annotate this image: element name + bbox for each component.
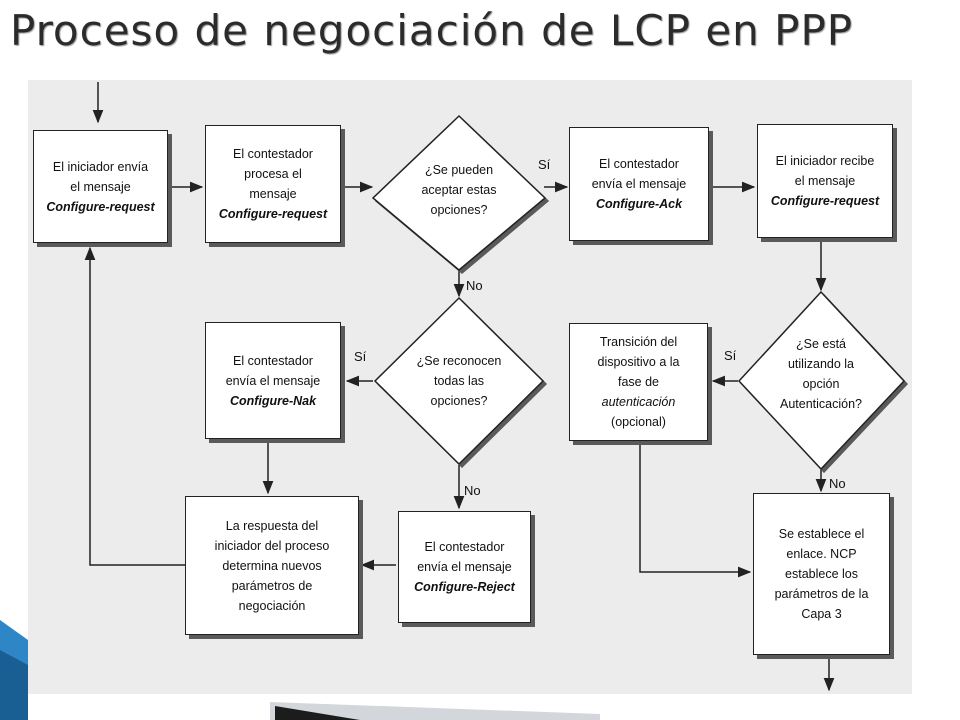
label-no-auth: No <box>829 476 846 491</box>
arrow-n6-n9 <box>639 441 752 578</box>
arrow-n7-n1 <box>84 246 185 566</box>
decision-d3-shape <box>737 290 906 471</box>
decision-d1-shape <box>371 114 547 271</box>
decision-recognize-options: ¿Se reconocen todas las opciones? <box>416 354 502 408</box>
step-auth-transition: Transición del dispositivo a la fase de … <box>569 323 708 441</box>
step-responder-sends-ack: El contestador envía el mensaje Configur… <box>569 127 709 241</box>
slide-decoration <box>0 620 600 720</box>
slide-title: Proceso de negociación de LCP en PPP <box>10 6 854 55</box>
label-no-recognize: No <box>464 483 481 498</box>
step-initiator-new-params: La respuesta del iniciador del proceso d… <box>185 496 359 635</box>
label-yes-recognize: Sí <box>354 349 367 364</box>
decision-using-auth: ¿Se está utilizando la opción Autenticac… <box>779 337 862 411</box>
label-yes-accept: Sí <box>538 157 551 172</box>
step-link-established: Se establece el enlace. NCP establece lo… <box>753 493 890 655</box>
step-responder-processes: El contestador procesa el mensaje Config… <box>205 125 341 243</box>
decision-d2-shape <box>373 296 545 466</box>
label-yes-auth: Sí <box>724 348 737 363</box>
decision-accept-options: ¿Se pueden aceptar estas opciones? <box>421 163 497 217</box>
step-initiator-receives: El iniciador recibe el mensaje Configure… <box>757 124 893 238</box>
step-responder-sends-nak: El contestador envía el mensaje Configur… <box>205 322 341 439</box>
step-initiator-sends-request: El iniciador envía el mensaje Configure-… <box>33 130 168 243</box>
step-responder-sends-reject: El contestador envía el mensaje Configur… <box>398 511 531 623</box>
label-no-accept: No <box>466 278 483 293</box>
